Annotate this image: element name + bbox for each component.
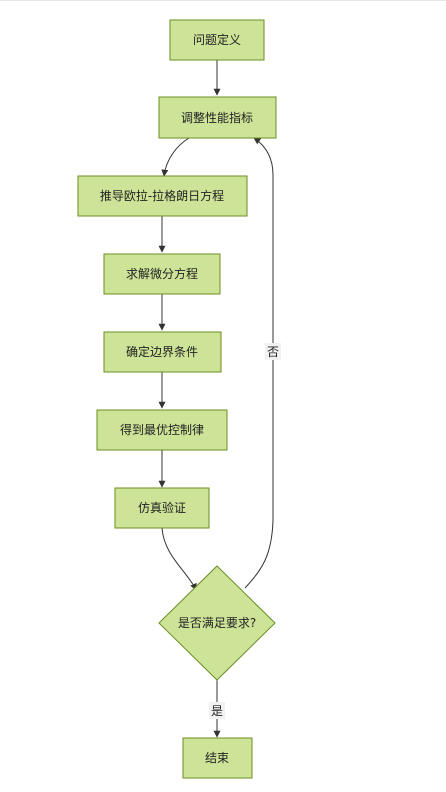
- edge-decision-no-to-adjust: [244, 137, 274, 589]
- node-simulation-verification: 仿真验证: [114, 487, 210, 529]
- svg-text:调整性能指标: 调整性能指标: [181, 110, 253, 125]
- svg-text:确定边界条件: 确定边界条件: [126, 344, 198, 359]
- svg-text:是: 是: [211, 704, 223, 718]
- edge-label-yes: 是: [209, 702, 225, 719]
- svg-text:得到最优控制律: 得到最优控制律: [120, 422, 204, 437]
- svg-text:否: 否: [267, 345, 279, 359]
- svg-text:结束: 结束: [205, 751, 229, 765]
- node-end: 结束: [182, 737, 253, 779]
- node-solve-differential-equation: 求解微分方程: [103, 253, 221, 295]
- svg-text:推导欧拉-拉格朗日方程: 推导欧拉-拉格朗日方程: [100, 188, 224, 203]
- svg-text:仿真验证: 仿真验证: [138, 500, 186, 515]
- svg-text:求解微分方程: 求解微分方程: [126, 266, 198, 281]
- edge-simulate-to-decision: [161, 527, 197, 591]
- svg-text:问题定义: 问题定义: [193, 32, 241, 47]
- svg-text:是否满足要求?: 是否满足要求?: [178, 616, 256, 630]
- node-optimal-control-law: 得到最优控制律: [96, 409, 228, 451]
- top-border: [0, 0, 446, 1]
- edge-label-no: 否: [265, 343, 281, 360]
- node-decision-requirements-met: 是否满足要求?: [158, 565, 276, 681]
- edge-adjust-to-derive: [161, 137, 190, 177]
- node-determine-boundary-conditions: 确定边界条件: [103, 331, 222, 373]
- node-problem-definition: 问题定义: [169, 19, 265, 61]
- node-adjust-performance-index: 调整性能指标: [158, 96, 277, 139]
- node-derive-euler-lagrange: 推导欧拉-拉格朗日方程: [77, 175, 248, 217]
